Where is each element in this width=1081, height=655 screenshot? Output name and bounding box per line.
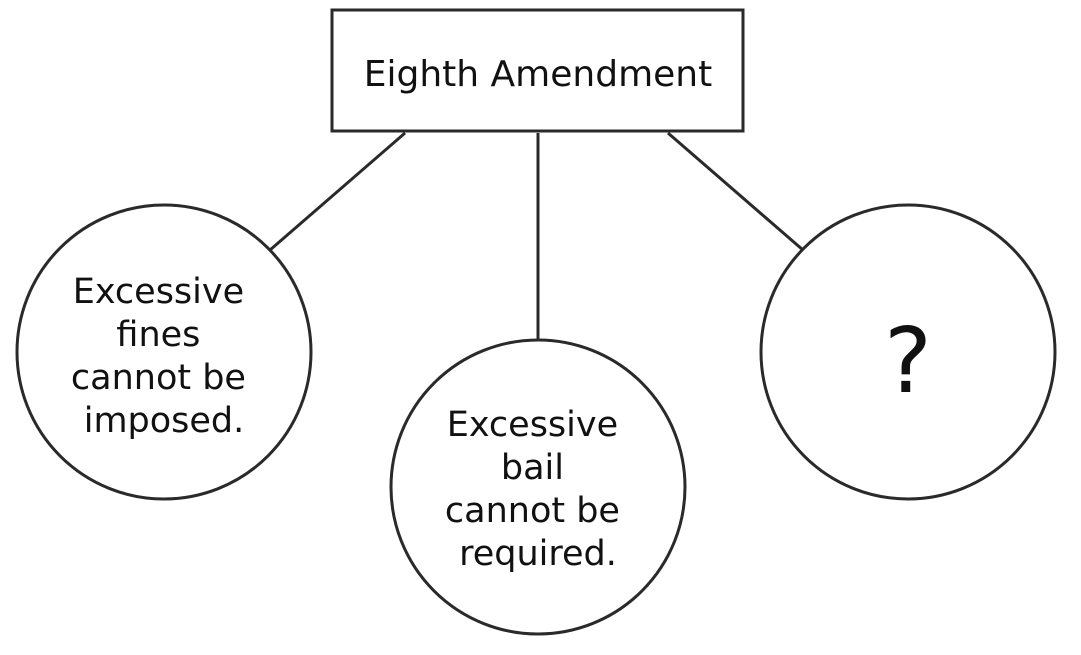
child-label-fines-line-2: fines [116,315,200,355]
child-circle-bail [389,338,687,636]
connector-line-left [269,131,406,252]
child-label-fines-line-3: cannot be [71,358,246,398]
root-box [330,8,745,133]
child-label-fines: Excessive fines cannot be imposed. [71,272,257,441]
root-label: Eighth Amendment [364,54,712,95]
child-label-bail-line-2: bail [501,448,564,488]
connector-line-right [667,131,804,252]
child-circle-unknown [759,203,1057,501]
child-node-bail: Excessive bail cannot be required. [389,338,687,636]
child-label-bail-line-4: required. [459,534,617,574]
child-label-bail-line-1: Excessive [447,405,618,445]
question-mark-label: ? [884,309,932,414]
child-node-fines: Excessive fines cannot be imposed. [15,203,313,501]
child-circle-fines [15,203,313,501]
child-label-fines-line-1: Excessive [73,272,244,312]
child-label-bail-line-3: cannot be [445,491,620,531]
child-label-bail: Excessive bail cannot be required. [445,405,631,574]
child-label-fines-line-4: imposed. [84,401,245,441]
root-node: Eighth Amendment [330,8,745,133]
child-node-unknown: ? [759,203,1057,501]
